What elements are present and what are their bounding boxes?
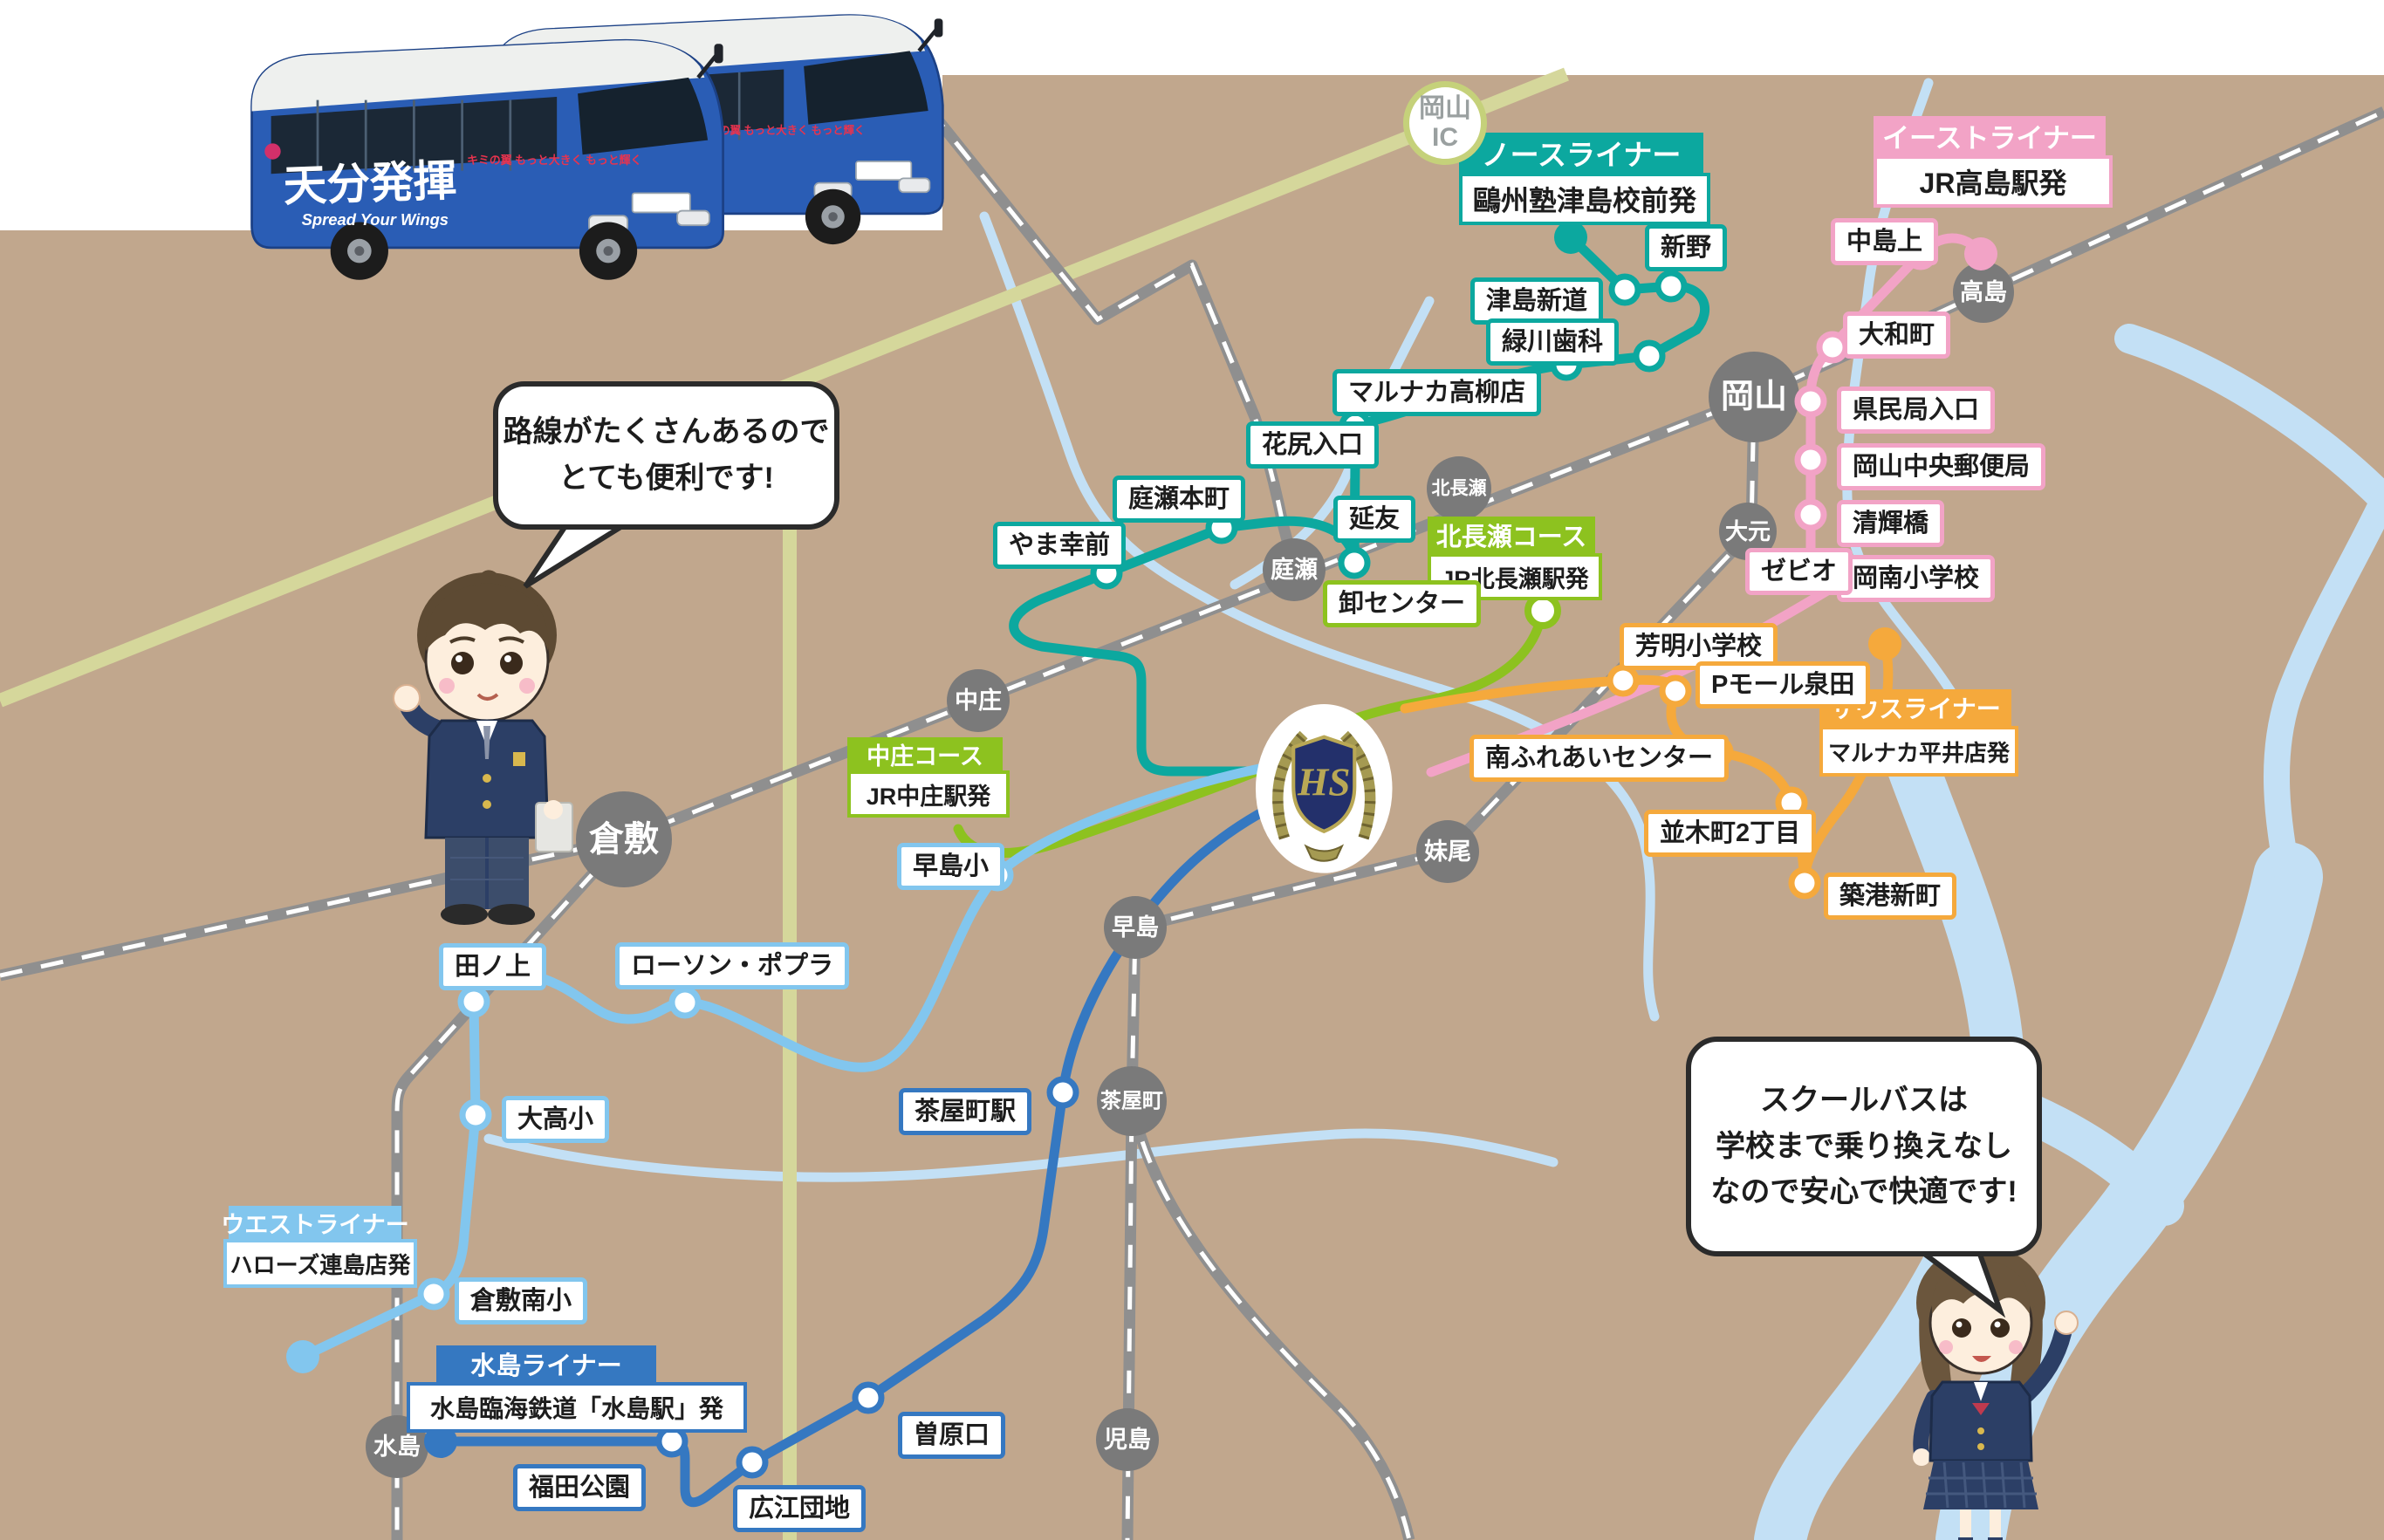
station-circle	[1719, 503, 1777, 560]
station-circle	[1709, 352, 1799, 442]
bus-mirror	[714, 44, 723, 64]
station-circle	[1427, 456, 1491, 521]
bus-windshield	[804, 51, 928, 125]
stop-circle-mizushima	[655, 1425, 688, 1458]
stop-circle-west	[459, 1099, 492, 1132]
stop-circle-south	[1659, 674, 1692, 708]
crest-ribbon	[1304, 844, 1345, 862]
railway-dash	[1129, 1100, 1412, 1540]
station-label: 茶屋町	[1100, 1090, 1163, 1113]
stop-circle-north	[1633, 339, 1666, 373]
station-label: 中庄	[955, 687, 1002, 714]
station-label: 大元	[1725, 518, 1771, 544]
bus-slogan-sub: Spread Your Wings	[302, 210, 449, 229]
stop-circle-south	[1606, 664, 1640, 697]
stop-circle-west	[981, 859, 1014, 892]
stop-circle-south	[1788, 866, 1821, 900]
bus-windshield	[578, 77, 709, 155]
stop-circle-north	[1339, 409, 1372, 442]
stop-circle-mizushima	[1046, 1076, 1079, 1109]
stop-circle-east	[1816, 331, 1849, 364]
railway-line	[1126, 1099, 1415, 1540]
stop-circle-east	[1794, 443, 1827, 476]
river-line	[483, 1128, 1559, 1182]
bus-slogan-main: 天分発揮	[283, 156, 458, 211]
school-crest: HS	[1255, 704, 1393, 873]
bubble-routes-tail	[523, 508, 657, 589]
bus-license-plate	[631, 192, 691, 214]
station-circle	[1416, 820, 1479, 883]
bus-tagline: キミの翼 もっと大きく もっと輝く	[467, 154, 641, 167]
stop-circle-west	[417, 1277, 450, 1311]
crest-shield	[1291, 735, 1357, 833]
station-circle	[947, 669, 1010, 732]
route-line-mizushima	[435, 787, 1312, 1508]
stop-circle-east	[1838, 558, 1871, 591]
stop-circle-east	[1794, 551, 1827, 584]
station-label: 水島	[373, 1434, 421, 1460]
stop-circle-north	[1608, 273, 1641, 306]
bus-mirror	[934, 18, 943, 38]
railway-line	[1121, 396, 1760, 1540]
station-label: 北長瀬	[1432, 479, 1487, 499]
stop-circle-east	[1794, 385, 1827, 418]
stop-circle-south	[1775, 786, 1808, 819]
terminal-dot-mizushima	[424, 1425, 457, 1458]
female-student-illustration	[1913, 1245, 2079, 1540]
bus-license-plate	[855, 161, 913, 181]
station-label: 児島	[1104, 1427, 1151, 1453]
station-circle	[1096, 1408, 1159, 1471]
stop-circle-east	[1794, 498, 1827, 531]
station-label: 倉敷	[588, 820, 659, 859]
railway-dash	[394, 838, 626, 1540]
bus-headlight	[676, 209, 710, 227]
bus-headlight	[898, 177, 931, 194]
terminal-dot-east	[1964, 237, 1997, 270]
stop-circle-north	[1654, 270, 1688, 303]
station-circle	[1263, 538, 1326, 601]
stop-circle-east	[1904, 237, 1937, 270]
station-label: 妹尾	[1424, 838, 1471, 865]
station-label: 庭瀬	[1271, 556, 1318, 583]
station-label: 岡山	[1721, 379, 1787, 415]
station-circle	[1953, 262, 2014, 323]
station-circle	[1097, 1066, 1167, 1136]
stop-circle-north	[1550, 348, 1583, 381]
terminal-dot-west	[286, 1340, 319, 1373]
river-line	[1842, 78, 1984, 760]
stop-circle-mizushima	[852, 1381, 885, 1414]
stop-circle-mizushima	[736, 1446, 769, 1479]
water-body	[2264, 486, 2384, 890]
stop-circle-west	[668, 986, 702, 1019]
station-label: 早島	[1112, 914, 1159, 941]
terminal-dot-south	[1868, 627, 1901, 660]
stop-circle-west	[457, 985, 490, 1018]
stop-circle-north	[1090, 557, 1123, 590]
stop-circle-north	[1338, 546, 1371, 579]
terminal-dot-kitanagase	[1524, 592, 1561, 629]
terminal-dot-north	[1554, 221, 1587, 254]
stop-circle-south	[1701, 736, 1734, 769]
male-student-illustration	[393, 570, 573, 925]
station-label: 高島	[1960, 278, 2007, 305]
railway-dash	[1125, 396, 1757, 1540]
bus-tagline: キミの翼 もっと大きく もっと輝く	[698, 123, 866, 136]
water-body	[2114, 324, 2384, 514]
station-circle	[1104, 896, 1167, 959]
station-circle	[576, 791, 672, 887]
crest-monogram: HS	[1297, 761, 1350, 804]
stop-circle-north	[1205, 511, 1238, 544]
